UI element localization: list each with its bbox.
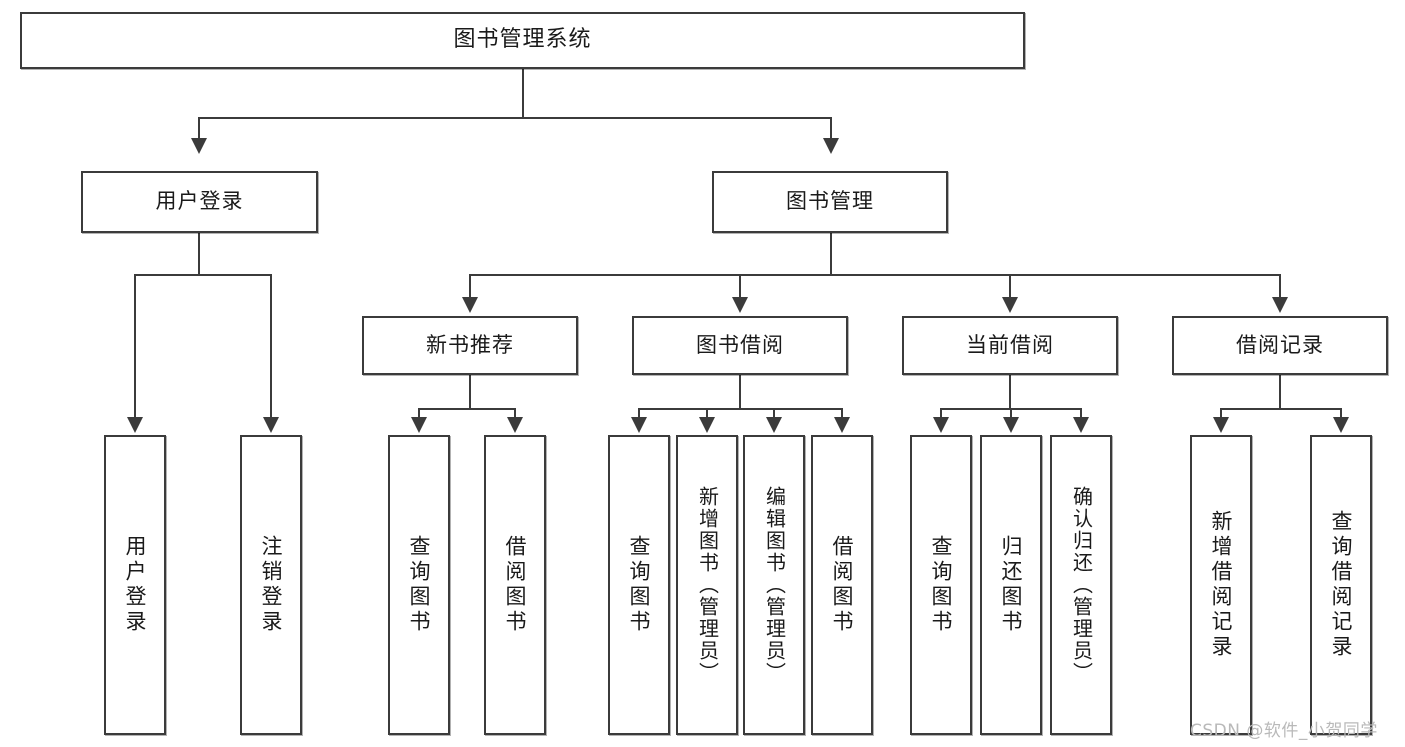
node-leaf-user-login[interactable]: 用户登录	[104, 435, 166, 735]
edge-newbook-drop-1	[418, 408, 420, 418]
node-leaf-edit-book[interactable]: 编辑图书（管理员）	[743, 435, 805, 735]
node-leaf-user-login-label: 用户登录	[123, 535, 148, 635]
node-book-manage[interactable]: 图书管理	[712, 171, 948, 233]
node-book-borrow[interactable]: 图书借阅	[632, 316, 848, 375]
arrowhead-current-borrow	[1002, 297, 1018, 313]
edge-borrowrecord-drop-1	[1220, 408, 1222, 418]
arrowhead-user-login	[191, 138, 207, 154]
edge-userlogin-drop-2	[270, 274, 272, 418]
edge-bookmanage-drop-1	[469, 274, 471, 298]
arrowhead-leaf-query-book-rec	[411, 417, 427, 433]
arrowhead-book-borrow	[732, 297, 748, 313]
edge-newbook-stem	[469, 375, 471, 409]
node-leaf-query-book-rec-label: 查询图书	[407, 535, 432, 635]
edge-bookmanage-bus	[469, 274, 1280, 276]
arrowhead-leaf-add-record	[1213, 417, 1229, 433]
edge-root-bus	[198, 117, 832, 119]
arrowhead-borrow-record	[1272, 297, 1288, 313]
node-leaf-return-book[interactable]: 归还图书	[980, 435, 1042, 735]
node-root-label: 图书管理系统	[453, 27, 592, 53]
arrowhead-book-manage	[823, 138, 839, 154]
node-leaf-borrow-book-rec-label: 借阅图书	[503, 535, 528, 635]
node-current-borrow[interactable]: 当前借阅	[902, 316, 1118, 375]
arrowhead-leaf-user-login	[127, 417, 143, 433]
arrowhead-leaf-borrow-book-rec	[507, 417, 523, 433]
edge-bookborrow-drop-4	[841, 408, 843, 418]
edge-borrowrecord-drop-2	[1340, 408, 1342, 418]
edge-borrowrecord-bus	[1220, 408, 1342, 410]
node-leaf-add-record[interactable]: 新增借阅记录	[1190, 435, 1252, 735]
arrowhead-leaf-query-book-cur	[933, 417, 949, 433]
arrowhead-leaf-logout	[263, 417, 279, 433]
node-leaf-query-book-cur[interactable]: 查询图书	[910, 435, 972, 735]
edge-currentborrow-drop-3	[1080, 408, 1082, 418]
node-leaf-return-book-label: 归还图书	[999, 535, 1024, 635]
edge-newbook-bus	[418, 408, 516, 410]
node-leaf-edit-book-label: 编辑图书（管理员）	[762, 486, 787, 684]
node-user-login-label: 用户登录	[155, 189, 244, 214]
edge-currentborrow-drop-1	[940, 408, 942, 418]
node-leaf-add-book-label: 新增图书（管理员）	[695, 486, 720, 684]
arrowhead-leaf-add-book	[699, 417, 715, 433]
node-leaf-query-book-rec[interactable]: 查询图书	[388, 435, 450, 735]
edge-bookborrow-drop-2	[706, 408, 708, 418]
edge-newbook-drop-2	[514, 408, 516, 418]
watermark: CSDN @软件_小贺同学	[1190, 721, 1378, 741]
node-leaf-query-record-label: 查询借阅记录	[1329, 510, 1354, 660]
arrowhead-new-book-rec	[462, 297, 478, 313]
edge-userlogin-stem	[198, 233, 200, 275]
node-book-borrow-label: 图书借阅	[696, 332, 784, 357]
node-leaf-query-book[interactable]: 查询图书	[608, 435, 670, 735]
edge-borrowrecord-stem	[1279, 375, 1281, 409]
edge-bookmanage-drop-3	[1009, 274, 1011, 298]
edge-currentborrow-stem	[1009, 375, 1011, 409]
edge-root-drop-left	[198, 117, 200, 139]
edge-bookmanage-drop-4	[1279, 274, 1281, 298]
node-leaf-query-book-label: 查询图书	[627, 535, 652, 635]
node-leaf-borrow-book-label: 借阅图书	[830, 535, 855, 635]
node-new-book-rec-label: 新书推荐	[426, 332, 514, 357]
arrowhead-leaf-edit-book	[766, 417, 782, 433]
node-leaf-logout-label: 注销登录	[259, 535, 284, 635]
node-leaf-add-record-label: 新增借阅记录	[1209, 510, 1234, 660]
node-new-book-rec[interactable]: 新书推荐	[362, 316, 578, 375]
edge-root-stem	[522, 69, 524, 118]
arrowhead-leaf-query-record	[1333, 417, 1349, 433]
edge-root-drop-right	[830, 117, 832, 139]
node-leaf-confirm-return[interactable]: 确认归还（管理员）	[1050, 435, 1112, 735]
node-leaf-logout[interactable]: 注销登录	[240, 435, 302, 735]
edge-bookborrow-drop-3	[773, 408, 775, 418]
node-current-borrow-label: 当前借阅	[966, 332, 1054, 357]
node-borrow-record-label: 借阅记录	[1236, 332, 1324, 357]
node-root[interactable]: 图书管理系统	[20, 12, 1025, 69]
arrowhead-leaf-confirm-return	[1073, 417, 1089, 433]
arrowhead-leaf-borrow-book	[834, 417, 850, 433]
edge-userlogin-bus	[134, 274, 272, 276]
node-borrow-record[interactable]: 借阅记录	[1172, 316, 1388, 375]
edge-bookmanage-stem	[830, 233, 832, 275]
edge-bookmanage-drop-2	[739, 274, 741, 298]
node-user-login[interactable]: 用户登录	[81, 171, 318, 233]
edge-bookborrow-bus	[638, 408, 843, 410]
node-leaf-confirm-return-label: 确认归还（管理员）	[1069, 486, 1094, 684]
node-leaf-query-record[interactable]: 查询借阅记录	[1310, 435, 1372, 735]
edge-bookborrow-drop-1	[638, 408, 640, 418]
node-leaf-add-book[interactable]: 新增图书（管理员）	[676, 435, 738, 735]
arrowhead-leaf-return-book	[1003, 417, 1019, 433]
edge-currentborrow-drop-2	[1010, 408, 1012, 418]
edge-userlogin-drop-1	[134, 274, 136, 418]
node-book-manage-label: 图书管理	[786, 189, 874, 214]
edge-bookborrow-stem	[739, 375, 741, 409]
arrowhead-leaf-query-book	[631, 417, 647, 433]
node-leaf-borrow-book[interactable]: 借阅图书	[811, 435, 873, 735]
node-leaf-borrow-book-rec[interactable]: 借阅图书	[484, 435, 546, 735]
node-leaf-query-book-cur-label: 查询图书	[929, 535, 954, 635]
